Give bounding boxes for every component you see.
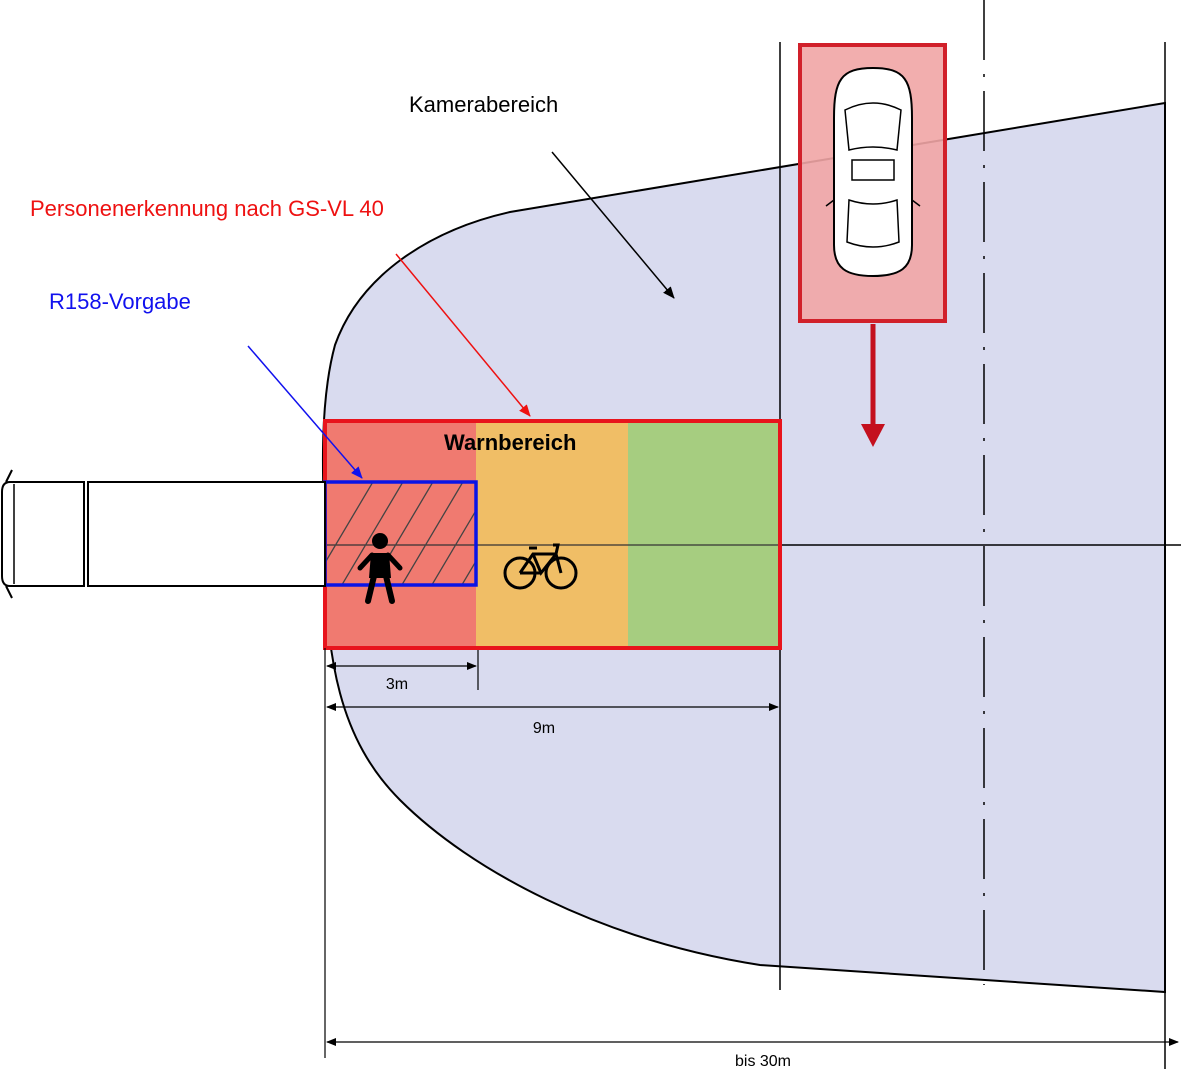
warning-area [323,419,782,650]
r158-pointer-arrow [247,345,363,479]
car-target-box [798,43,947,447]
dimension-3m-label: 3m [386,676,408,693]
r158-label: R158-Vorgabe [49,289,191,314]
camera-area-label: Kamerabereich [409,92,558,117]
dimension-30m-label: bis 30m [735,1053,791,1069]
warning-zone-orange [476,421,628,648]
warning-zone-red [325,421,476,648]
dimension-lines [324,648,1179,1058]
pedestrian-icon [357,533,403,604]
bicycle-icon [503,543,578,590]
dimension-9m-label: 9m [533,720,555,737]
person-detection-pointer-arrow [395,253,531,417]
warning-zone-green [628,421,780,648]
person-detection-label: Personenerkennung nach GS-VL 40 [30,196,384,221]
camera-area-pointer-arrow [551,151,675,299]
car-icon [825,66,921,278]
truck-icon [1,469,326,599]
warning-area-label: Warnbereich [444,430,576,455]
